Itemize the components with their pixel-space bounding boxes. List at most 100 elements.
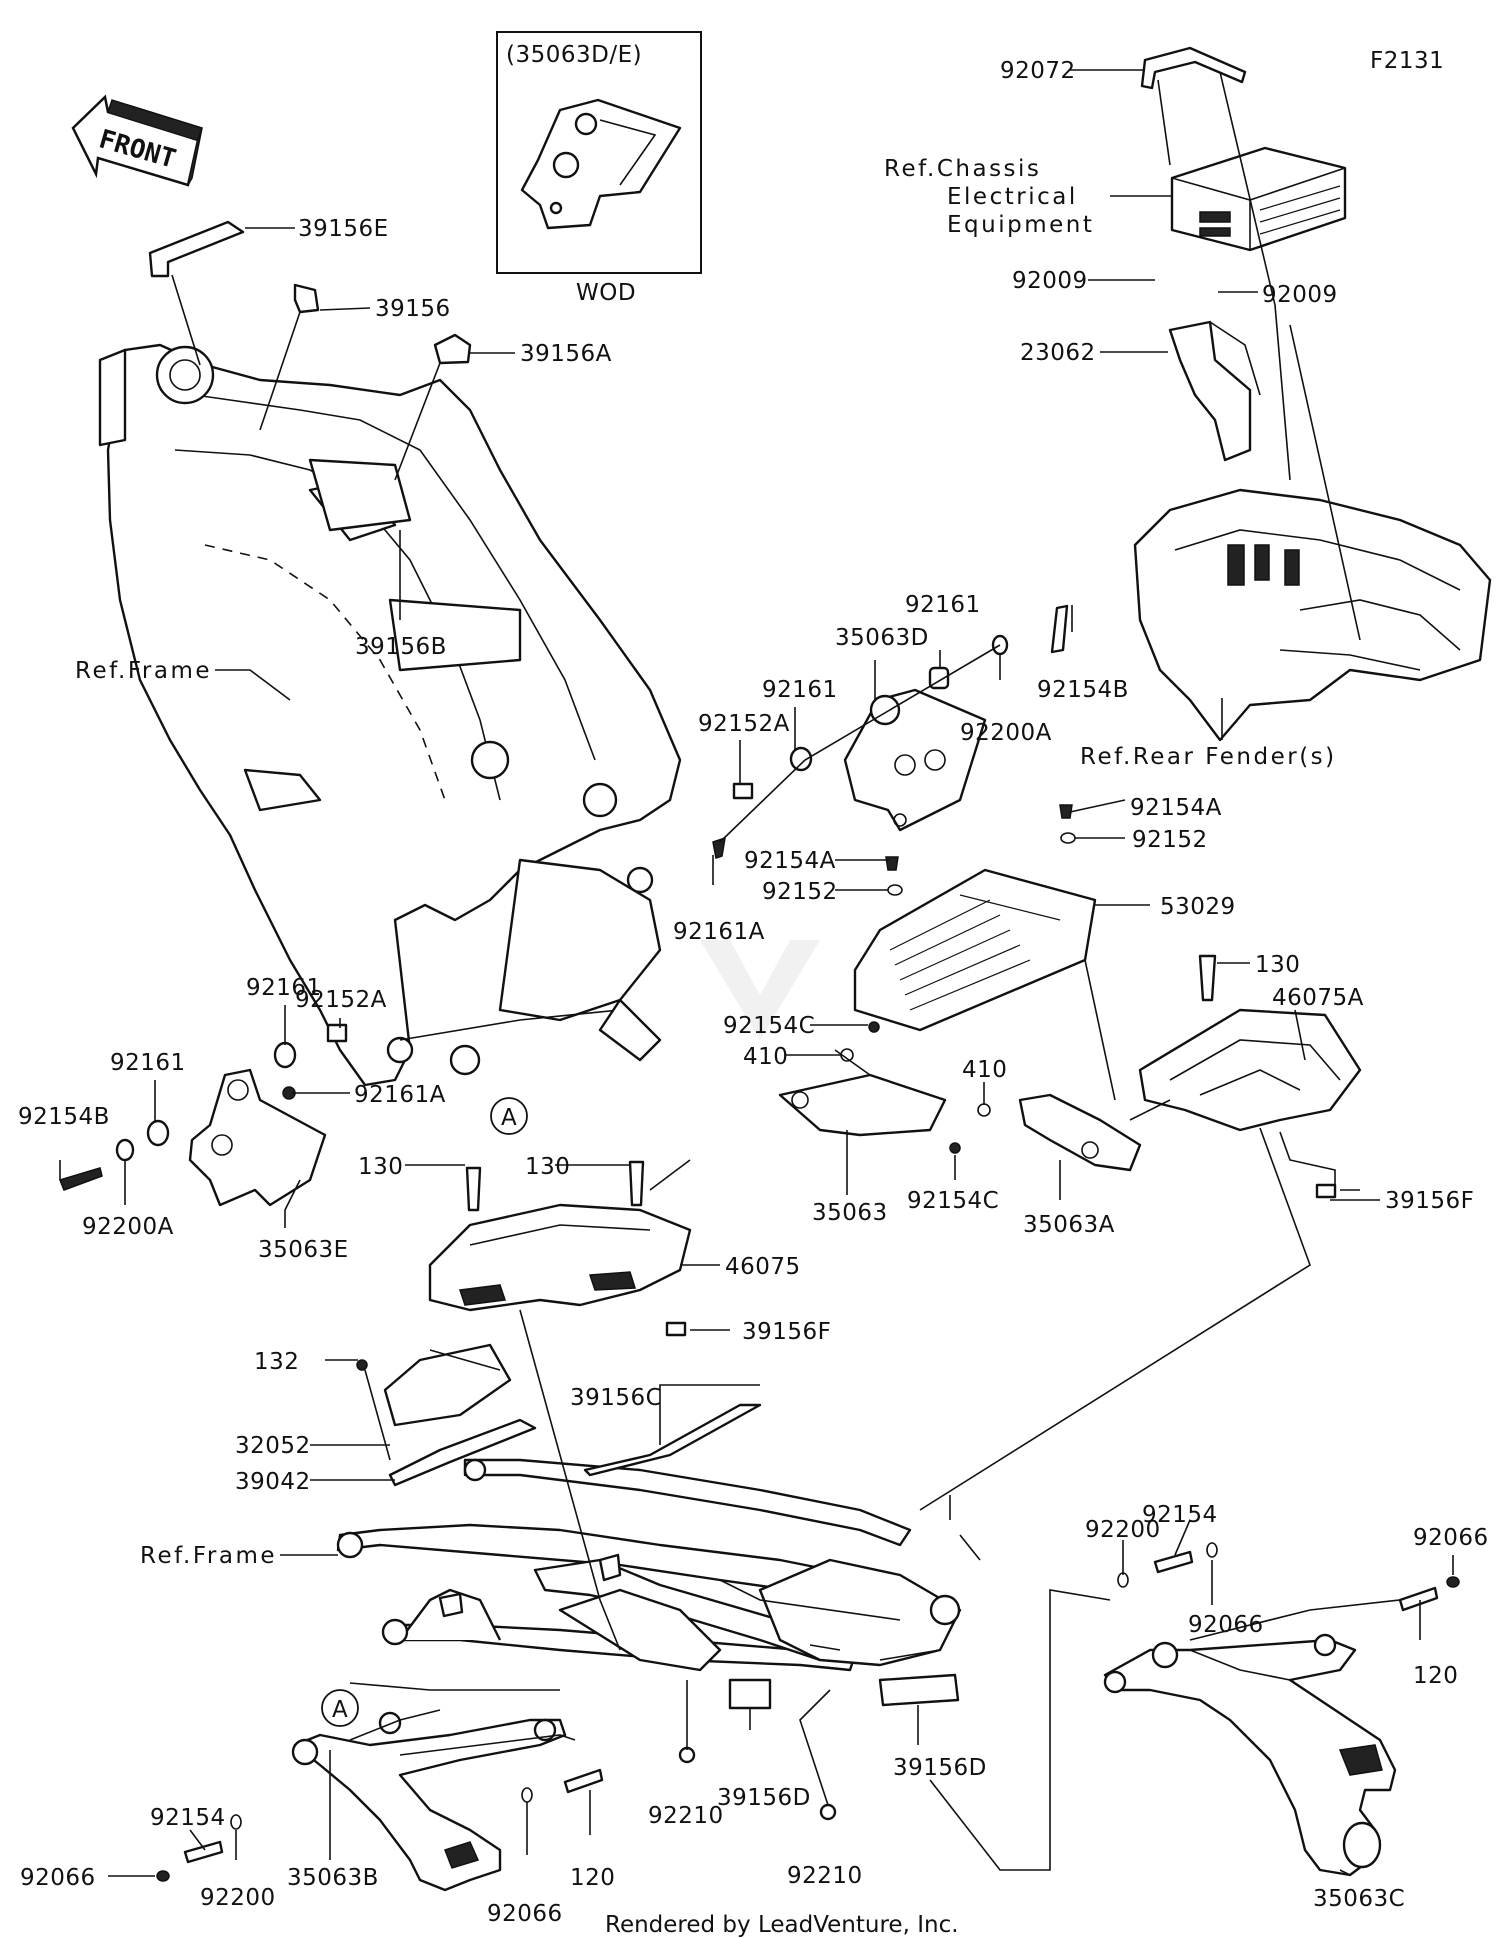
label-120-r: 120 [1413,1663,1458,1689]
svg-text:A: A [332,1697,348,1723]
screw-132 [356,1359,368,1371]
label-39156e: 39156E [298,216,389,242]
cover-39156e-drawing [148,220,245,278]
label-35063c: 35063C [1313,1886,1405,1912]
svg-text:A: A [501,1105,517,1131]
label-130-b: 130 [525,1154,570,1180]
nut-92066-b [521,1787,533,1803]
label-39156d-c: 39156D [717,1785,811,1811]
strip-39156d-c-drawing [728,1678,772,1710]
label-53029: 53029 [1160,894,1236,920]
bracket-35063c-drawing [1103,1633,1397,1877]
label-39042: 39042 [235,1469,311,1495]
label-39156f-c: 39156F [742,1319,831,1345]
collar-92152a-top [732,782,754,800]
bolt-92154-r [1153,1550,1194,1574]
label-92200a-top: 92200A [960,720,1052,746]
label-92210-r: 92210 [787,1863,863,1889]
bolt-120-b [563,1768,604,1794]
washer-92200a-l [115,1138,135,1162]
rubber-39156f-c [665,1321,687,1337]
inset-caption: WOD [576,280,636,306]
label-92161a-c: 92161A [673,919,765,945]
bolt-120-r [1398,1586,1439,1612]
inset-35063de: (35063D/E) WOD [496,31,702,306]
label-ref-rear-fender: Ref.Rear Fender(s) [1080,744,1337,770]
label-130-r: 130 [1255,952,1300,978]
bracket-35063d-drawing [843,688,987,832]
label-ref-chassis-3: Equipment [947,212,1094,238]
label-92009-l: 92009 [1012,268,1088,294]
label-92152-r: 92152 [1132,827,1208,853]
bolt-92154-l [183,1840,224,1864]
label-35063b: 35063B [287,1865,379,1891]
rubber-39156f-r [1315,1183,1337,1199]
part-labels: 92072 Ref.Chassis Electrical Equipment 9… [18,58,1488,1927]
label-92072: 92072 [1000,58,1076,84]
label-92154b-l: 92154B [18,1104,110,1130]
bolt-130-a [465,1166,482,1212]
label-92161-l2: 92161 [110,1050,186,1076]
label-130-a: 130 [358,1154,403,1180]
label-132: 132 [254,1349,299,1375]
label-92066-r2: 92066 [1188,1612,1264,1638]
label-92200-r: 92200 [1085,1517,1161,1543]
bolt-92154a-r [1059,804,1073,819]
label-92154-l: 92154 [150,1805,226,1831]
spacer-92161-l1 [273,1041,297,1069]
inset-title: (35063D/E) [506,42,642,68]
label-92161-l1: 92161 [246,975,322,1001]
label-35063: 35063 [812,1200,888,1226]
label-35063e: 35063E [258,1237,349,1263]
label-92161-mid: 92161 [762,677,838,703]
spacer-92161-l2 [146,1119,170,1147]
label-92066-l: 92066 [20,1865,96,1891]
bracket-35063b-drawing [291,1709,567,1892]
label-92154a-c: 92154A [744,848,836,874]
battery-drawing [1170,146,1347,252]
label-120-b: 120 [570,1865,615,1891]
label-46075: 46075 [725,1254,801,1280]
bolt-92154b-l [58,1167,103,1191]
bracket-35063-drawing [778,1073,947,1137]
label-35063a: 35063A [1023,1212,1115,1238]
leader-lines [59,69,1454,1877]
label-92210-l: 92210 [648,1803,724,1829]
label-410-l: 410 [743,1044,788,1070]
step-plate-53029-drawing [853,868,1097,1032]
label-92066-b: 92066 [487,1901,563,1927]
bolt-92154c-t [868,1021,880,1033]
label-92161a-l: 92161A [354,1082,446,1108]
bolt-92154c-b [949,1142,961,1154]
nut-92066-r1 [1446,1576,1460,1588]
label-92152-c: 92152 [762,879,838,905]
collar-92152a-l [326,1023,348,1043]
label-92152a-top: 92152A [698,711,790,737]
label-39156d-r: 39156D [893,1755,987,1781]
cap-92161a-c [712,836,726,859]
nut-92152-c [887,884,903,896]
figure-code: F2131 [1370,48,1444,74]
strip-39156c-drawing [583,1403,762,1477]
front-direction-arrow: FRONT [71,94,203,187]
strip-39156d-r-drawing [878,1673,960,1707]
cover-32052-drawing [383,1343,512,1427]
label-92154a-r: 92154A [1130,795,1222,821]
label-ref-frame-upper: Ref.Frame [75,658,212,684]
label-39156a: 39156A [520,341,612,367]
nut-92210-r [819,1803,837,1821]
label-92154b-top: 92154B [1037,677,1129,703]
label-32052: 32052 [235,1433,311,1459]
nut-92066-l [156,1870,170,1882]
bracket-46075a-drawing [1138,1008,1362,1132]
marker-a-lower: A [321,1689,359,1727]
label-35063d: 35063D [835,625,929,651]
main-frame-drawing [98,343,682,1087]
marker-a-upper: A [490,1097,528,1135]
label-92154-r: 92154 [1142,1502,1218,1528]
inset-bracket-drawing [520,98,682,230]
label-92200-l: 92200 [200,1885,276,1911]
bolt-130-b [628,1160,645,1207]
label-39156f-r: 39156F [1385,1188,1474,1214]
